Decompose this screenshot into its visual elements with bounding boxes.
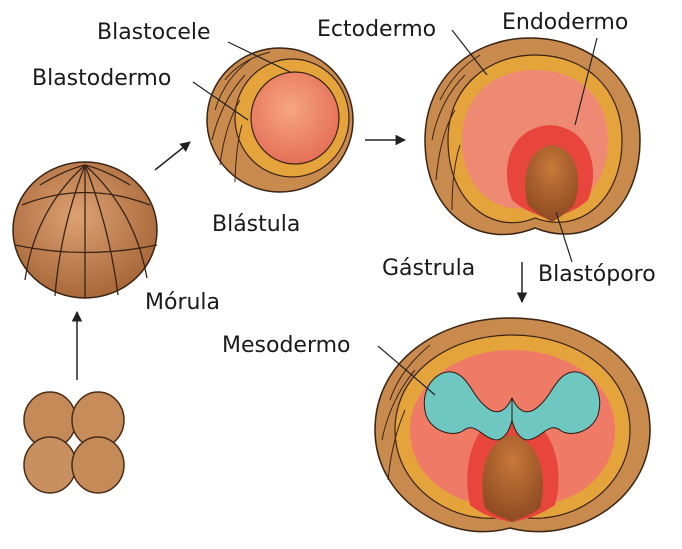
label-blastodermo: Blastodermo	[32, 66, 171, 92]
label-blastocele: Blastocele	[97, 20, 211, 46]
label-gastrula: Gástrula	[382, 256, 475, 282]
label-mesodermo: Mesodermo	[222, 333, 351, 359]
mesoderm-gastrula-illustration	[375, 318, 650, 532]
label-morula: Mórula	[145, 290, 220, 316]
morula-illustration	[13, 162, 157, 298]
four-cell-stage	[24, 392, 124, 493]
label-blastula: Blástula	[212, 212, 300, 238]
label-ectodermo: Ectodermo	[317, 17, 436, 43]
blastula-illustration	[207, 48, 353, 192]
arrow-morula-to-blastula	[155, 142, 190, 170]
label-blastoporo: Blastóporo	[538, 262, 656, 288]
label-endodermo: Endodermo	[502, 10, 628, 36]
gastrula-illustration	[425, 38, 640, 234]
